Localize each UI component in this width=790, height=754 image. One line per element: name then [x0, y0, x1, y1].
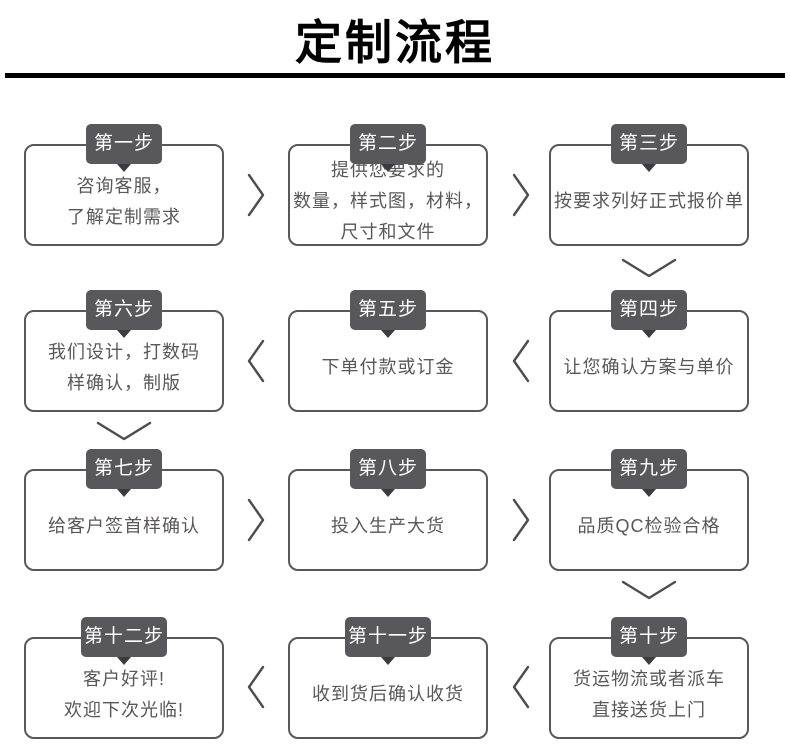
step-badge-7: 第七步 [86, 449, 162, 489]
step-text-11: 收到货后确认收货 [312, 684, 464, 704]
step-text-6: 我们设计，打数码 样确认，制版 [48, 341, 200, 393]
arrow-left-icon [246, 339, 266, 383]
step-box-10: 第十步 货运物流或者派车 直接送货上门 [549, 617, 749, 739]
page-title: 定制流程 [295, 16, 495, 69]
step-box-12: 第十二步 客户好评! 欢迎下次光临! [24, 617, 224, 739]
step-badge-4: 第四步 [611, 290, 687, 330]
step-box-11: 第十一步 收到货后确认收货 [288, 617, 488, 739]
step-badge-12: 第十二步 [80, 617, 168, 657]
step-box-5: 第五步 下单付款或订金 [288, 290, 488, 412]
step-text-12: 客户好评! 欢迎下次光临! [63, 668, 184, 720]
step-badge-8: 第八步 [350, 449, 426, 489]
step-box-7: 第七步 给客户签首样确认 [24, 449, 224, 571]
step-box-9: 第九步 品质QC检验合格 [549, 449, 749, 571]
step-text-5: 下单付款或订金 [321, 357, 455, 377]
arrow-left-icon [246, 665, 266, 709]
step-text-3: 按要求列好正式报价单 [554, 191, 744, 211]
arrow-right-icon [246, 498, 266, 542]
step-badge-3: 第三步 [611, 124, 687, 164]
step-badge-9: 第九步 [611, 449, 687, 489]
step-badge-2: 第二步 [350, 124, 426, 164]
step-badge-5: 第五步 [350, 290, 426, 330]
arrow-down-icon [96, 421, 152, 441]
step-box-6: 第六步 我们设计，打数码 样确认，制版 [24, 290, 224, 412]
arrow-down-icon [621, 258, 677, 278]
arrow-right-icon [246, 173, 266, 217]
step-text-2: 提供您要求的 数量，样式图，材料， 尺寸和文件 [293, 160, 483, 242]
step-badge-10: 第十步 [611, 617, 687, 657]
title-divider [5, 73, 785, 78]
step-text-9: 品质QC检验合格 [577, 516, 721, 536]
step-box-1: 第一步 咨询客服， 了解定制需求 [24, 124, 224, 246]
arrow-right-icon [511, 498, 531, 542]
step-text-7: 给客户签首样确认 [48, 516, 200, 536]
step-text-1: 咨询客服， 了解定制需求 [67, 175, 181, 227]
step-box-2: 第二步 提供您要求的 数量，样式图，材料， 尺寸和文件 [288, 124, 488, 246]
step-box-3: 第三步 按要求列好正式报价单 [549, 124, 749, 246]
step-badge-6: 第六步 [86, 290, 162, 330]
arrow-down-icon [621, 580, 677, 600]
step-badge-1: 第一步 [86, 124, 162, 164]
step-badge-11: 第十一步 [344, 617, 432, 657]
step-box-4: 第四步 让您确认方案与单价 [549, 290, 749, 412]
step-text-10: 货运物流或者派车 直接送货上门 [573, 668, 725, 720]
step-text-4: 让您确认方案与单价 [563, 357, 735, 377]
step-text-8: 投入生产大货 [331, 516, 445, 536]
arrow-left-icon [511, 665, 531, 709]
arrow-left-icon [511, 339, 531, 383]
step-box-8: 第八步 投入生产大货 [288, 449, 488, 571]
arrow-right-icon [511, 173, 531, 217]
